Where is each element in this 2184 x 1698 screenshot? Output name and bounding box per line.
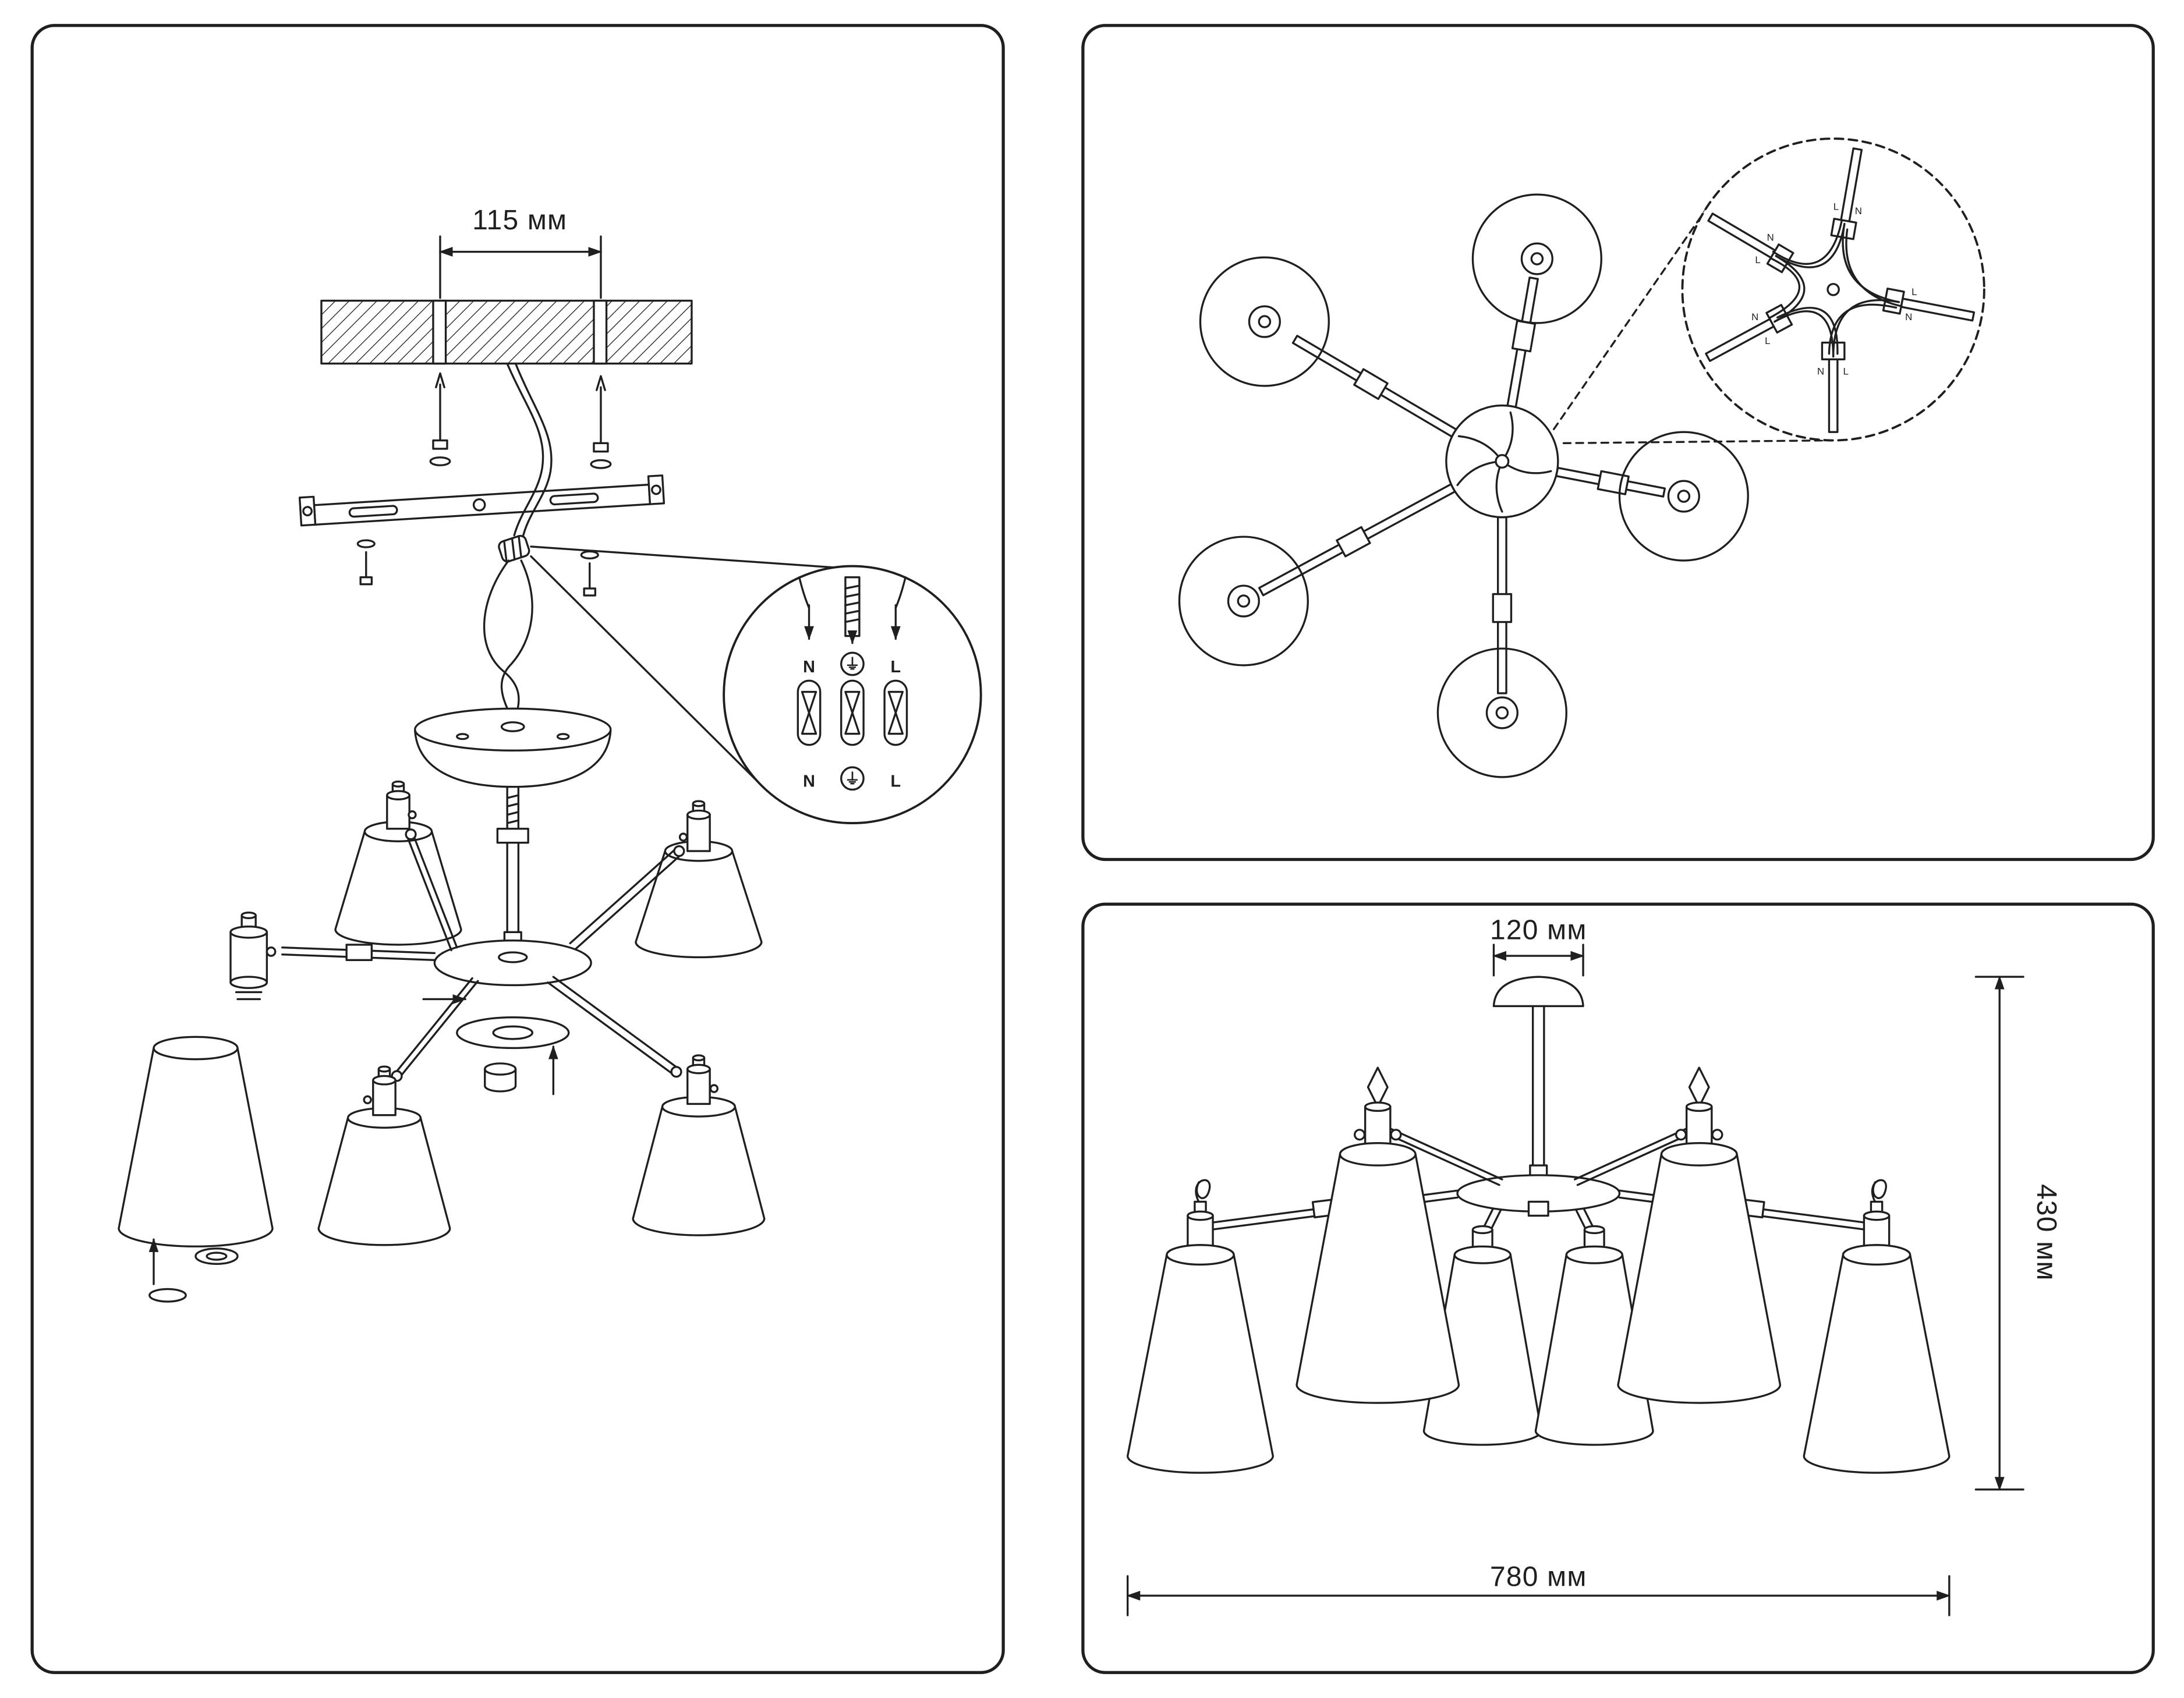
top-shade-right — [1618, 431, 1749, 562]
wire-label-n: N — [1855, 205, 1862, 217]
screw-right — [590, 375, 612, 469]
terminal-label-l-top: L — [891, 658, 901, 676]
top-view-hub — [1445, 404, 1559, 519]
terminal-label-l-bottom: L — [891, 772, 901, 791]
top-shade-up — [1471, 193, 1602, 324]
wire-label-n: N — [1905, 311, 1912, 322]
far-left-socket-and-shade — [1127, 1179, 1274, 1474]
wiring-magnifier-circle: N L N L N L N L N L — [1681, 137, 1985, 442]
screw-left — [429, 372, 451, 466]
incoming-wire-n — [798, 576, 814, 640]
detail-leader-lines — [530, 545, 856, 785]
terminal-label-earth-top: ⏚ — [845, 655, 860, 673]
wire-label-l: L — [1843, 366, 1849, 377]
lamp-holders — [229, 780, 719, 1116]
holder-upper-left — [386, 780, 417, 830]
holder-left-socket — [229, 912, 277, 1001]
canopy-width-label: 120 мм — [1490, 914, 1587, 945]
wire-label-n: N — [1817, 366, 1824, 377]
ceiling-dimension: 115 мм — [438, 205, 603, 299]
shade-detached — [118, 1036, 274, 1247]
terminal-blocks — [797, 679, 908, 746]
magnifier-stubs — [1705, 147, 1976, 433]
ceiling-slab — [320, 299, 693, 365]
holder-upper-right — [678, 800, 711, 852]
magnifier-wire-web — [1769, 220, 1903, 358]
incoming-wire-l — [890, 576, 907, 640]
width-label: 780 мм — [1490, 1561, 1587, 1592]
wire-label-n: N — [1751, 311, 1758, 322]
holder-lower-right — [686, 1054, 719, 1105]
hub — [433, 931, 592, 987]
top-shade-down — [1436, 647, 1567, 778]
mounting-screws — [429, 372, 612, 469]
arms — [281, 828, 685, 1082]
holder-lower-left — [363, 1065, 397, 1116]
wire-curl-right — [1871, 1179, 1887, 1206]
shade-lower-left — [317, 1107, 451, 1246]
panel-assembly: 115 мм — [30, 24, 1005, 1674]
terminal-label-n-top: N — [803, 658, 815, 676]
earth-rod — [844, 576, 861, 644]
height-dimension: 430 мм — [1974, 975, 2062, 1491]
wire-twist-connector — [498, 534, 530, 563]
top-view-shades — [1178, 193, 1749, 778]
wire-label-l: L — [1912, 286, 1917, 297]
terminal-label-n-bottom: N — [803, 772, 815, 791]
arm-lower-right — [547, 976, 682, 1078]
wiring-detail-circle: N ⏚ L N ⏚ L — [723, 565, 982, 825]
side-stem — [1531, 1005, 1545, 1178]
far-right-socket-and-shade — [1803, 1179, 1951, 1474]
wire-label-l: L — [1765, 335, 1770, 346]
terminal-label-earth-bottom: ⏚ — [845, 770, 860, 788]
wire-label-n: N — [1767, 232, 1774, 243]
arm-left — [281, 944, 436, 961]
panel-top-view: N L N L N L N L N L — [1081, 24, 2155, 862]
top-shade-upper-left — [1199, 256, 1330, 387]
finial-parts — [148, 1238, 239, 1303]
ceiling-dimension-label: 115 мм — [472, 205, 567, 236]
canopy-wires — [483, 559, 533, 712]
panel-side-view: 120 мм — [1081, 902, 2155, 1674]
magnify-leader-lines — [1552, 206, 1832, 445]
mid-shade-left — [1295, 1142, 1460, 1404]
arm-upper-right — [569, 845, 685, 950]
magnifier-wire-labels: N L N L N L N L N L — [1751, 201, 1917, 377]
mounting-bracket — [298, 474, 666, 527]
width-dimension: 780 мм — [1126, 1561, 1951, 1617]
mid-shade-right — [1617, 1142, 1782, 1404]
back-shade-right — [1534, 1225, 1654, 1446]
arm-upper-left — [405, 828, 458, 952]
wire-curl-left — [1195, 1179, 1211, 1206]
side-canopy — [1492, 976, 1584, 1008]
top-shade-lower-left — [1178, 536, 1309, 667]
wire-label-l: L — [1833, 201, 1839, 212]
wire-label-l: L — [1755, 254, 1760, 265]
height-label: 430 мм — [2031, 1184, 2062, 1281]
hub-lower-parts — [422, 994, 570, 1096]
earth-symbol-ring-top — [840, 651, 865, 676]
stem-rod — [496, 786, 529, 945]
bracket-screws — [356, 539, 599, 597]
canopy — [414, 707, 612, 788]
earth-symbol-ring-bottom — [840, 766, 865, 791]
supply-cable — [506, 362, 553, 540]
canopy-width-dimension: 120 мм — [1490, 914, 1587, 977]
